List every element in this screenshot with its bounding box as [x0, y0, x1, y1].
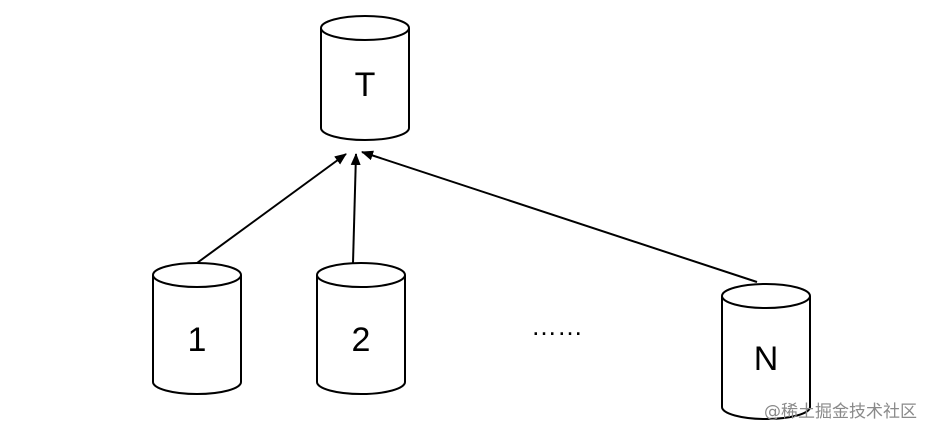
arrow-n-to-t	[361, 150, 758, 283]
arrow-2-to-t	[350, 153, 361, 264]
database-1-body	[152, 275, 242, 395]
database-2-body	[316, 275, 406, 395]
database-t-body	[320, 28, 410, 141]
database-1-label: 1	[188, 321, 207, 359]
database-2: 2	[316, 262, 406, 395]
database-t: T	[320, 15, 410, 141]
database-2-top	[316, 262, 406, 288]
database-1: 1	[152, 262, 242, 395]
database-1-top	[152, 262, 242, 288]
watermark-text: @稀土掘金技术社区	[764, 402, 917, 422]
database-t-top	[320, 15, 410, 41]
database-n-body	[721, 296, 811, 420]
database-n-label: N	[754, 340, 779, 378]
arrow-1-to-t	[196, 153, 347, 264]
database-n: N	[721, 283, 811, 420]
database-2-label: 2	[352, 321, 371, 359]
ellipsis-text: ……	[531, 311, 583, 341]
database-n-top	[721, 283, 811, 309]
database-t-label: T	[355, 66, 376, 104]
